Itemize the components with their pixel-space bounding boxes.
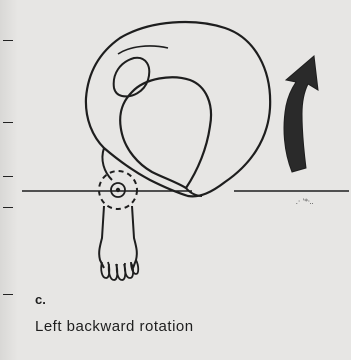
obturator-foramen [114, 58, 150, 97]
annotation-scribble: .· '*·.. [296, 197, 314, 206]
joint-axis-dot [116, 188, 120, 192]
backward-rotation-arrow [284, 56, 318, 172]
crest-line [118, 46, 168, 54]
lower-leg-outline [99, 206, 137, 268]
iliac-wing-outline [86, 22, 270, 196]
figure-label: c. [35, 292, 46, 307]
figure-caption: Left backward rotation [35, 318, 194, 335]
